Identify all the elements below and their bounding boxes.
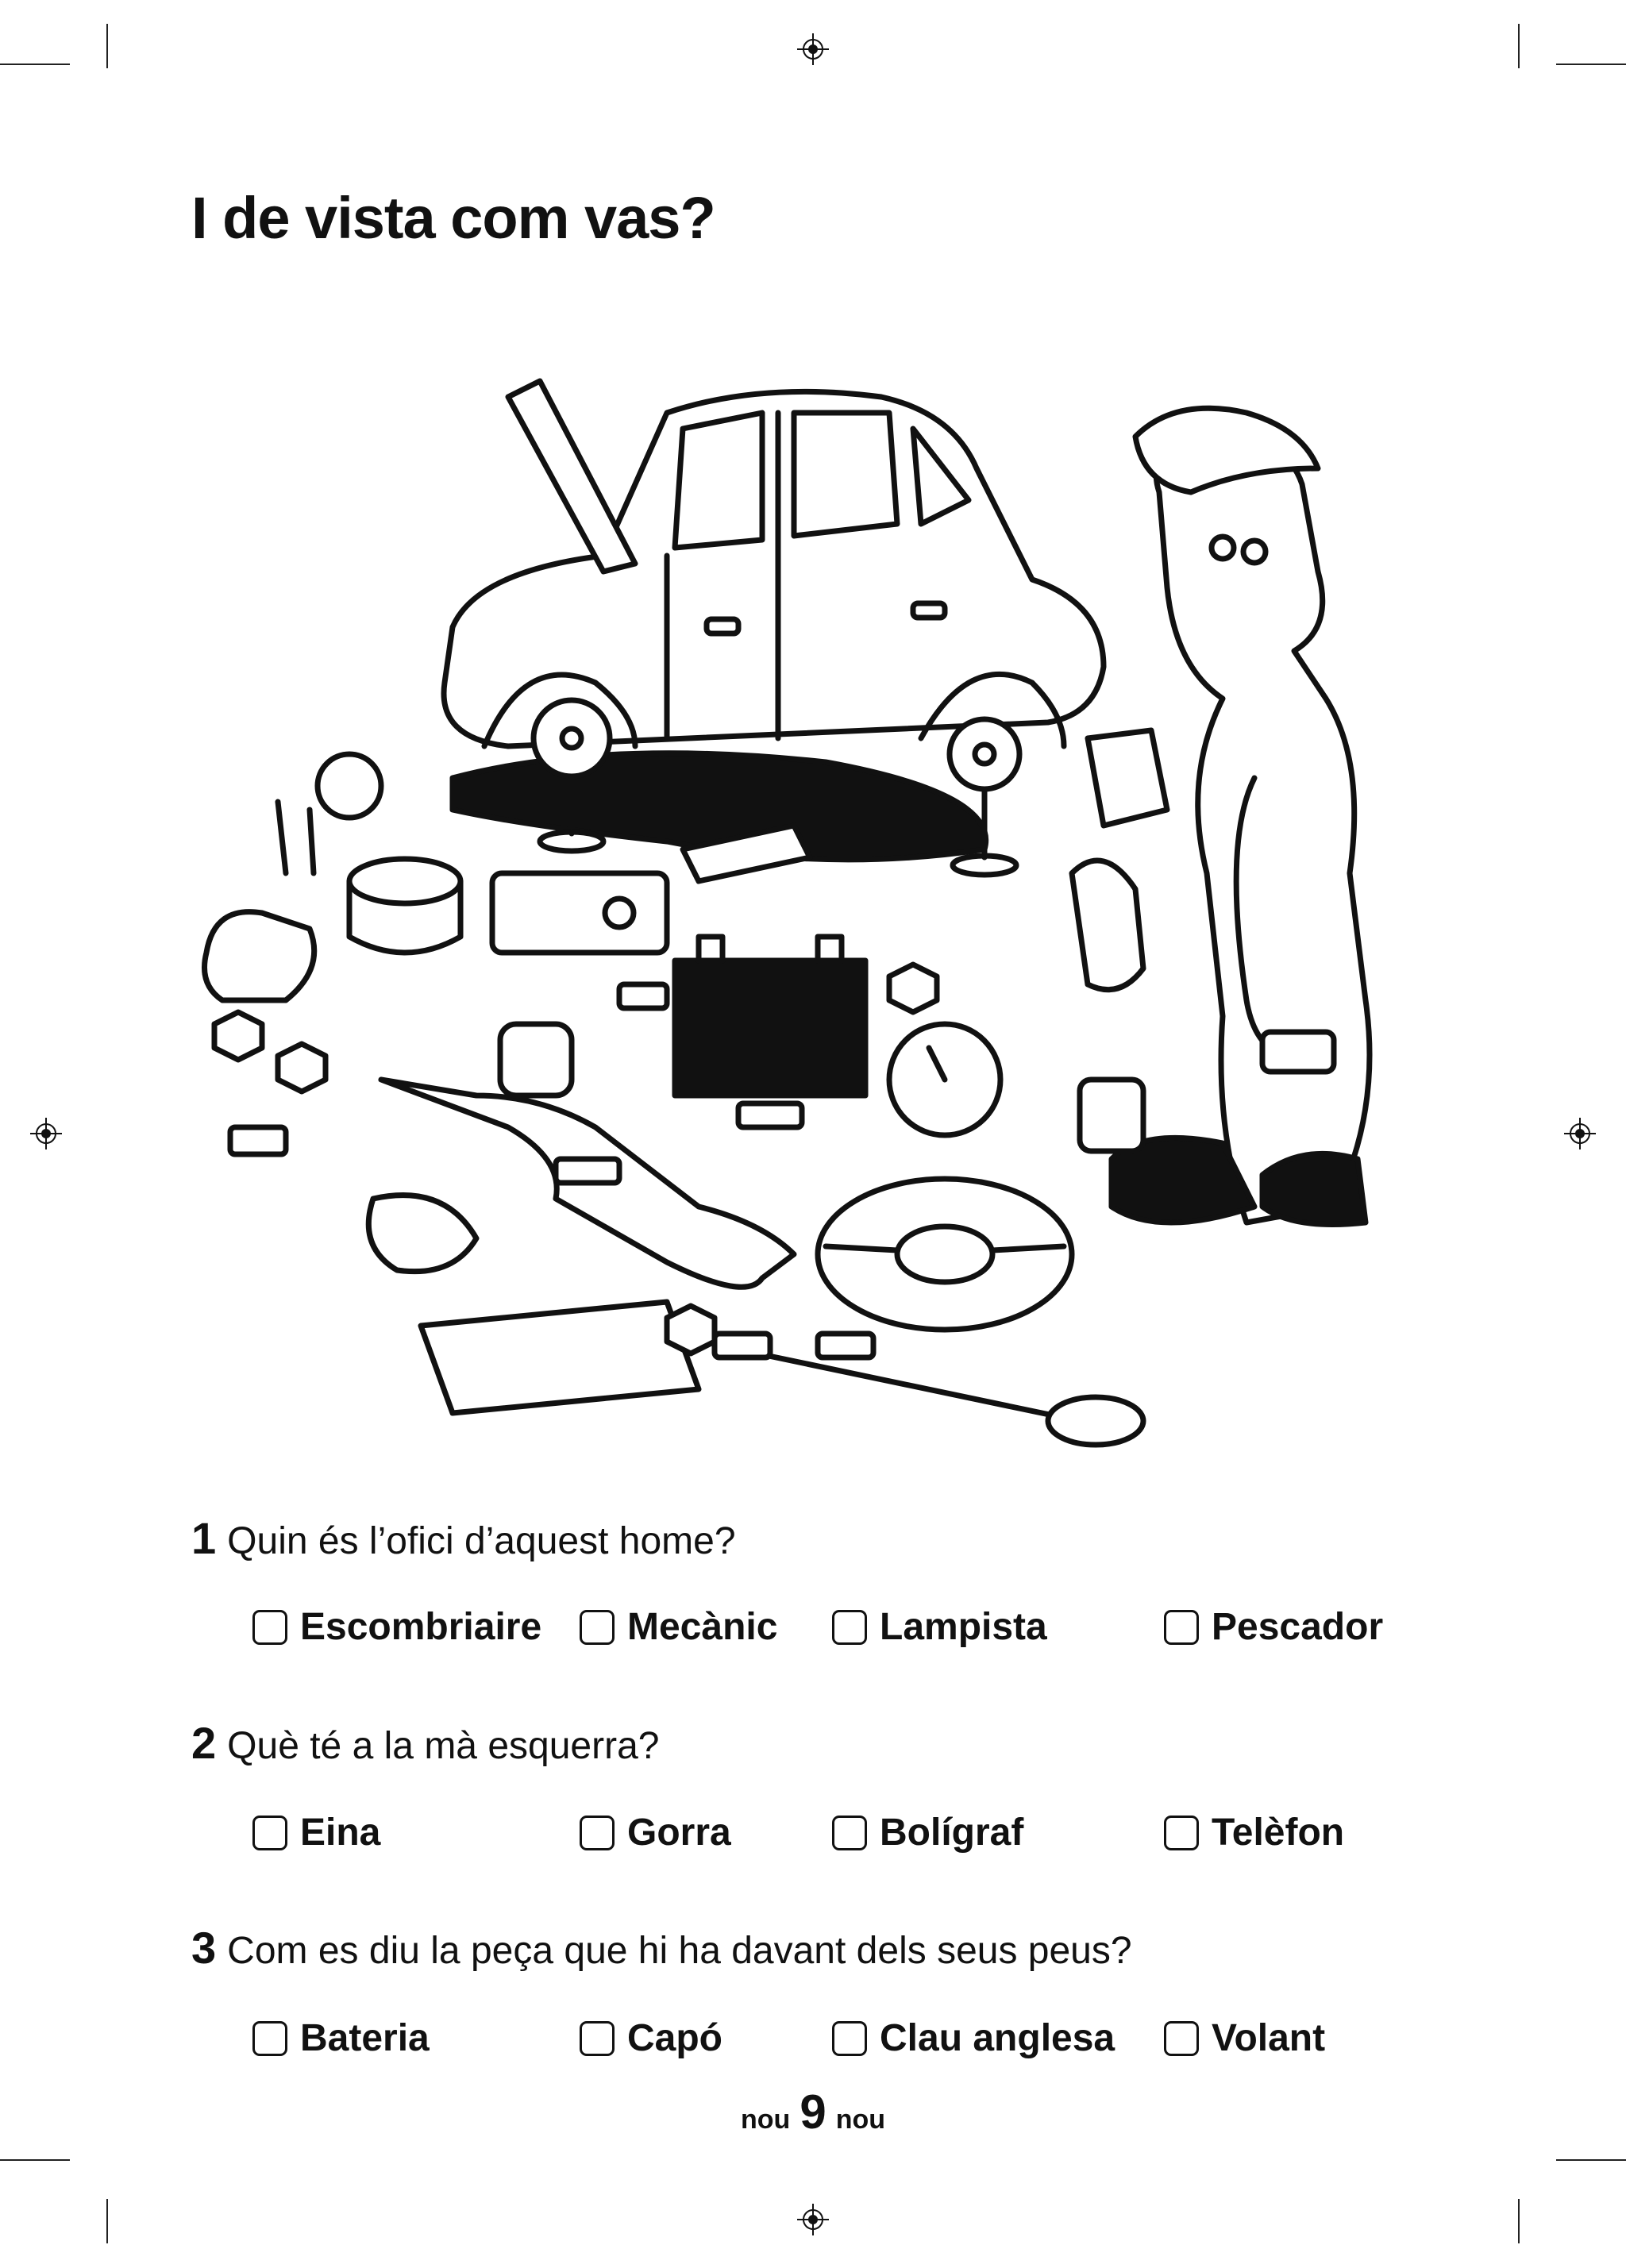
crop-mark: [0, 2159, 70, 2161]
option-bateria[interactable]: Bateria: [252, 2016, 430, 2060]
question-text: Què té a la mà esquerra?: [227, 1725, 660, 1767]
crop-mark: [1518, 24, 1520, 68]
registration-mark-icon: [1564, 1118, 1596, 1149]
mechanic-illustration: [202, 378, 1373, 1448]
checkbox[interactable]: [580, 1815, 615, 1850]
question-number: 1: [191, 1513, 217, 1563]
checkbox[interactable]: [252, 1815, 287, 1850]
option-clau-anglesa[interactable]: Clau anglesa: [832, 2016, 1115, 2060]
option-label: Clau anglesa: [880, 2017, 1115, 2059]
option-eina[interactable]: Eina: [252, 1811, 380, 1854]
option-capo[interactable]: Capó: [580, 2016, 722, 2060]
crop-mark: [1556, 2159, 1626, 2161]
crop-mark: [1556, 64, 1626, 65]
question-number: 3: [191, 1923, 217, 1973]
registration-mark-icon: [797, 33, 829, 65]
steering-wheel: [815, 1176, 1075, 1333]
crop-mark: [106, 2199, 108, 2243]
checkbox[interactable]: [580, 2020, 615, 2056]
option-label: Mecànic: [627, 1606, 778, 1648]
checkbox[interactable]: [1164, 1815, 1199, 1850]
option-label: Escombriaire: [300, 1606, 542, 1648]
option-label: Volant: [1212, 2017, 1326, 2059]
option-label: Bateria: [300, 2017, 430, 2059]
checkbox[interactable]: [832, 2020, 867, 2056]
crop-mark: [106, 24, 108, 68]
option-pescador[interactable]: Pescador: [1164, 1605, 1383, 1649]
footer-left-word: nou: [741, 2104, 791, 2135]
checkbox[interactable]: [252, 2020, 287, 2056]
option-label: Pescador: [1212, 1606, 1384, 1648]
question-text: Quin és l’ofici d’aquest home?: [227, 1520, 736, 1562]
battery: [672, 957, 869, 1099]
checkbox[interactable]: [832, 1609, 867, 1645]
checkbox[interactable]: [252, 1609, 287, 1645]
question-number: 2: [191, 1718, 217, 1768]
option-lampista[interactable]: Lampista: [832, 1605, 1047, 1649]
option-label: Eina: [300, 1812, 381, 1854]
option-label: Telèfon: [1212, 1812, 1345, 1854]
option-label: Lampista: [880, 1606, 1047, 1648]
page-title: I de vista com vas?: [191, 185, 716, 251]
option-label: Capó: [627, 2017, 722, 2059]
registration-mark-icon: [30, 1118, 62, 1149]
checkbox[interactable]: [1164, 1609, 1199, 1645]
option-boligraf[interactable]: Bolígraf: [832, 1811, 1023, 1854]
option-escombriaire[interactable]: Escombriaire: [252, 1605, 541, 1649]
checkbox[interactable]: [580, 1609, 615, 1645]
crop-mark: [1518, 2199, 1520, 2243]
option-label: Gorra: [627, 1812, 731, 1854]
footer-right-word: nou: [835, 2104, 885, 2135]
checkbox[interactable]: [832, 1815, 867, 1850]
option-label: Bolígraf: [880, 1812, 1024, 1854]
page-number: 9: [800, 2085, 826, 2139]
page-footer: nou 9 nou: [0, 2085, 1626, 2139]
option-mecanic[interactable]: Mecànic: [580, 1605, 777, 1649]
checkbox[interactable]: [1164, 2020, 1199, 2056]
question-text: Com es diu la peça que hi ha davant dels…: [227, 1930, 1132, 1972]
option-volant[interactable]: Volant: [1164, 2016, 1325, 2060]
option-telefon[interactable]: Telèfon: [1164, 1811, 1344, 1854]
option-gorra[interactable]: Gorra: [580, 1811, 731, 1854]
crop-mark: [0, 64, 70, 65]
registration-mark-icon: [797, 2204, 829, 2235]
